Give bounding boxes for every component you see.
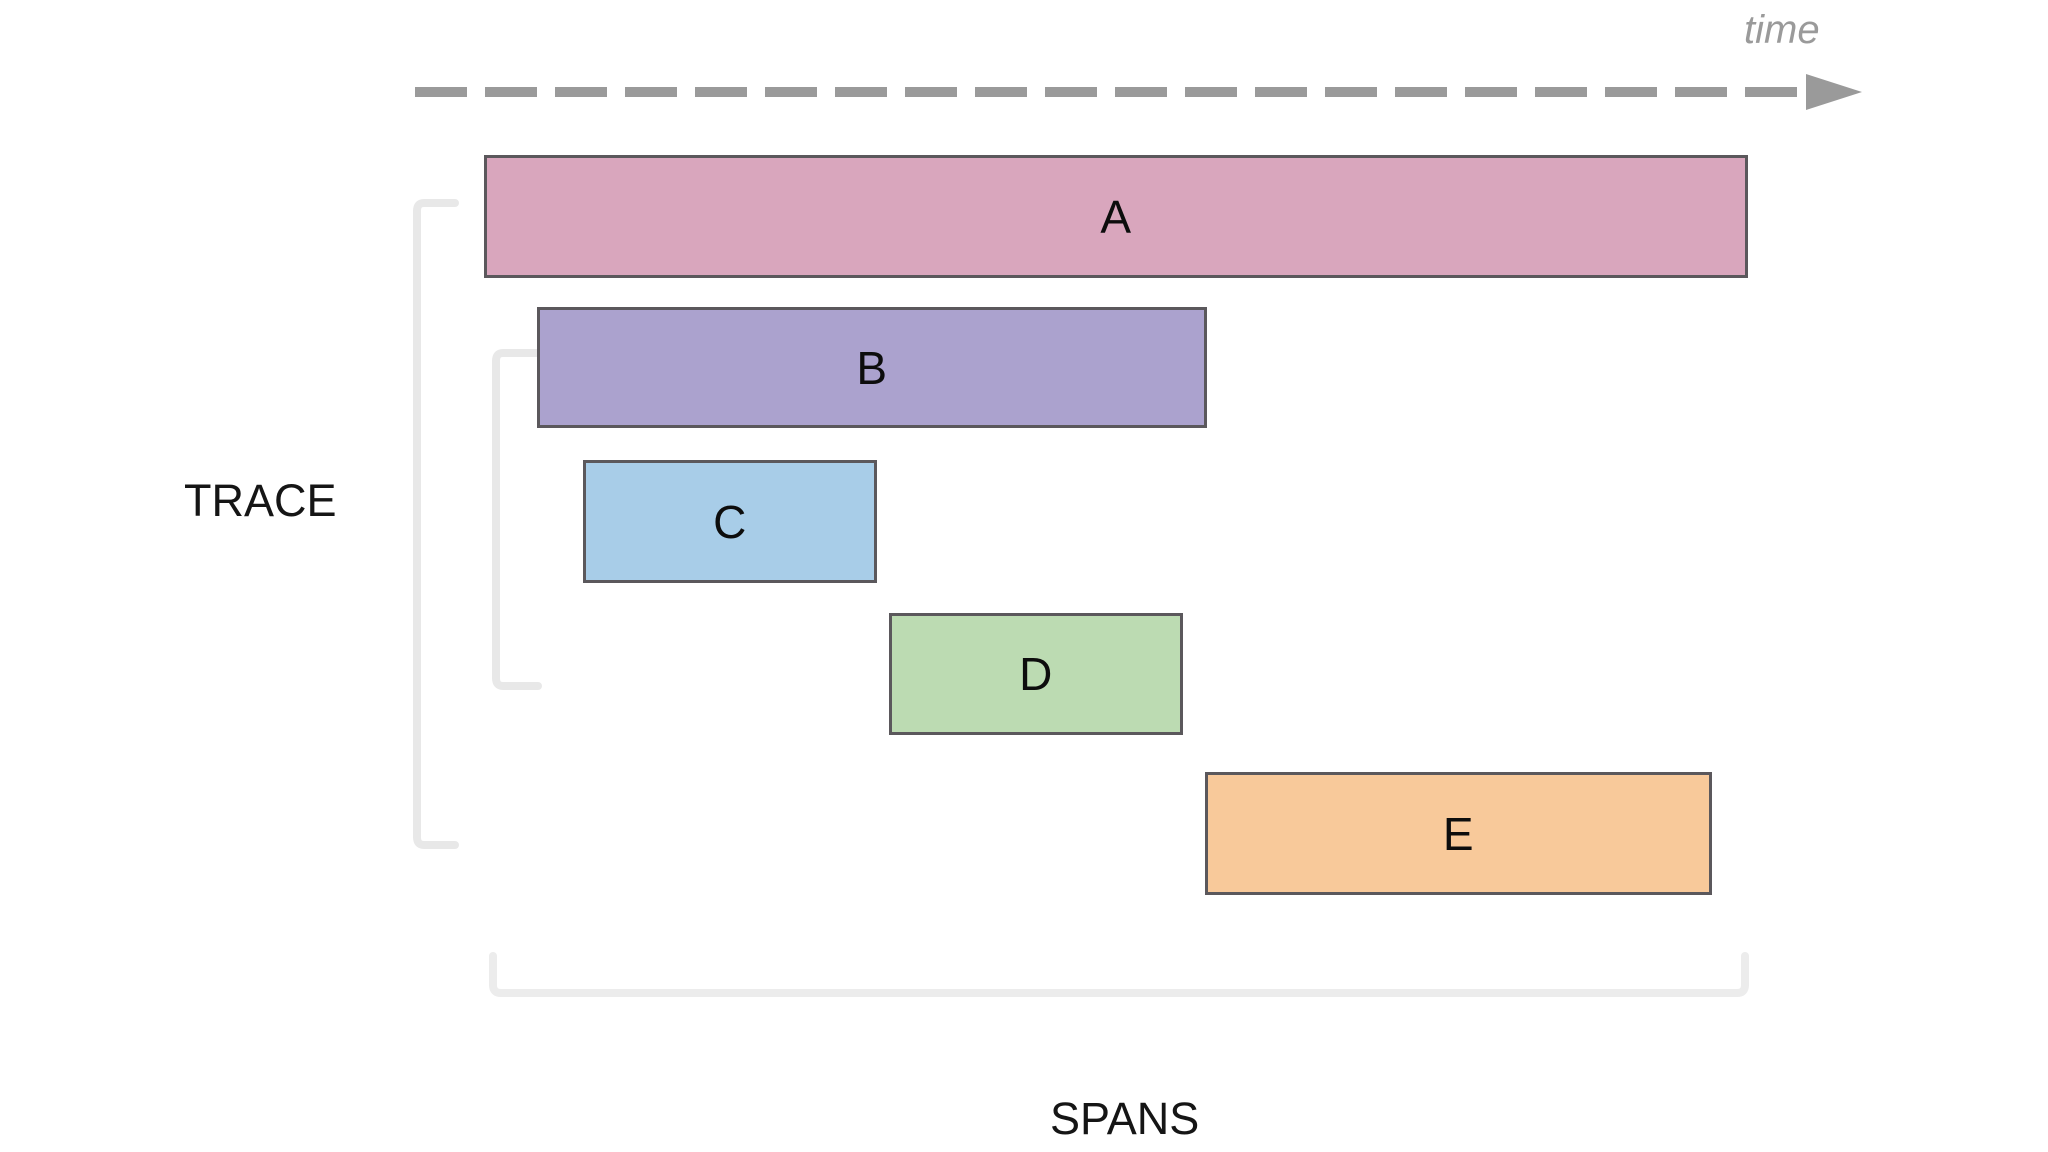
time-axis-label: time: [1744, 8, 1820, 52]
span-bar-d[interactable]: D: [889, 613, 1183, 735]
span-label-b: B: [856, 341, 888, 394]
span-bar-b[interactable]: B: [537, 307, 1207, 428]
span-bar-a[interactable]: A: [484, 155, 1748, 278]
span-label-c: C: [713, 495, 747, 548]
spans-group-label: SPANS: [1050, 1093, 1200, 1144]
span-bar-c[interactable]: C: [583, 460, 877, 583]
span-label-d: D: [1019, 648, 1053, 700]
span-label-a: A: [1100, 190, 1132, 243]
trace-group-label: TRACE: [184, 475, 337, 526]
span-label-e: E: [1442, 807, 1475, 860]
span-bar-e[interactable]: E: [1205, 772, 1712, 895]
